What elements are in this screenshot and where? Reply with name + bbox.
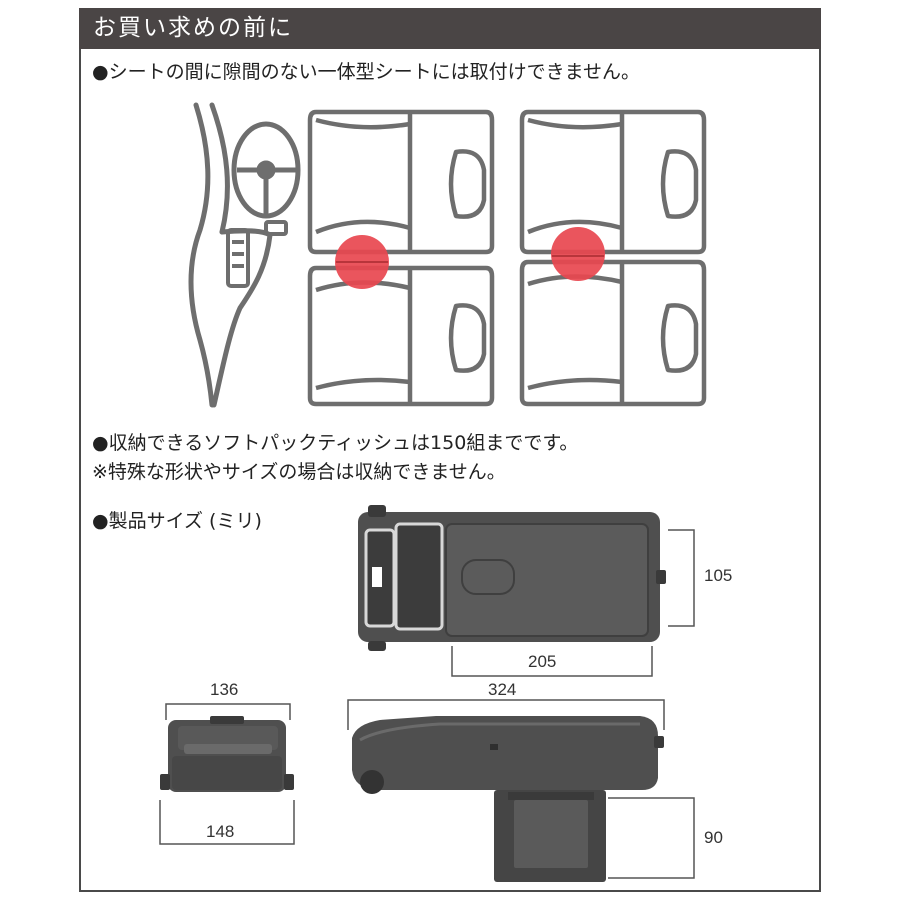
steering-wheel-icon	[231, 121, 301, 219]
tissue-note: ●収納できるソフトパックティッシュは150組までです。	[92, 432, 579, 454]
seat-note: ●シートの間に隙間のない一体型シートには取付けできません。	[92, 61, 641, 83]
air-vent-icon	[226, 220, 288, 288]
size-title: ●製品サイズ (ミリ)	[92, 510, 262, 532]
product-top-view	[358, 505, 666, 651]
product-front-view	[160, 716, 294, 792]
tissue-sub-note: ※特殊な形状やサイズの場合は収納できません。	[92, 461, 506, 483]
gap-marker-right	[551, 227, 605, 281]
dim-length: 324	[488, 680, 517, 699]
dim-inner-width: 205	[528, 652, 557, 671]
dim-front-bottom: 148	[206, 822, 235, 841]
dim-stand-height: 90	[704, 828, 723, 847]
seats-left	[307, 109, 495, 407]
product-side-view	[352, 716, 664, 882]
section-header: お買い求めの前に	[79, 8, 821, 49]
dimension-lines	[159, 529, 695, 879]
dim-height-top: 105	[704, 566, 733, 585]
seats-right	[519, 109, 707, 407]
dashboard-illustration	[188, 102, 273, 408]
dim-front-top: 136	[210, 680, 239, 699]
